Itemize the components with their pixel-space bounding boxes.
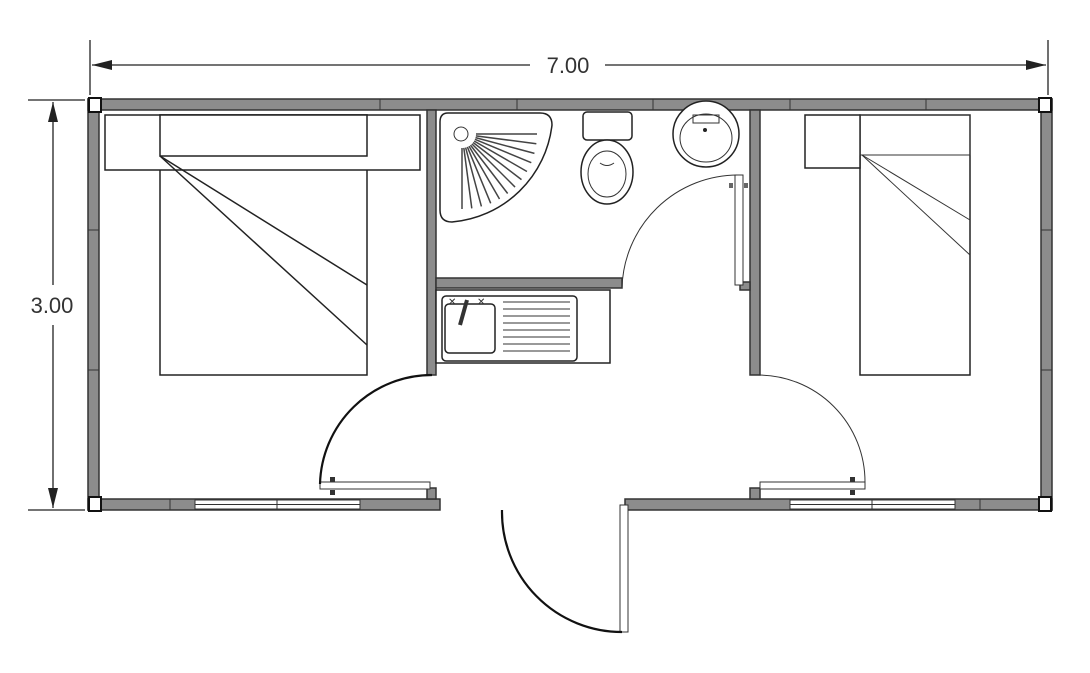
bathroom-door[interactable] bbox=[621, 174, 748, 289]
entrance-door[interactable] bbox=[500, 504, 629, 634]
width-label: 7.00 bbox=[547, 53, 590, 78]
svg-text:✕: ✕ bbox=[448, 297, 456, 308]
washbasin bbox=[672, 100, 740, 168]
depth-label: 3.00 bbox=[31, 293, 74, 318]
svg-text:✕: ✕ bbox=[477, 297, 485, 308]
window-right bbox=[789, 499, 956, 510]
right-bedroom-door[interactable] bbox=[757, 374, 866, 495]
width-dimension: 7.00 bbox=[89, 40, 1049, 95]
shower-tray bbox=[439, 112, 553, 223]
kitchen-sink-counter: ✕ ✕ bbox=[435, 289, 611, 364]
left-bedroom-door[interactable] bbox=[318, 373, 433, 495]
depth-dimension: 3.00 bbox=[28, 99, 85, 511]
single-bed bbox=[804, 114, 971, 376]
toilet bbox=[580, 111, 634, 205]
double-bed bbox=[104, 114, 421, 376]
window-left bbox=[194, 499, 361, 510]
